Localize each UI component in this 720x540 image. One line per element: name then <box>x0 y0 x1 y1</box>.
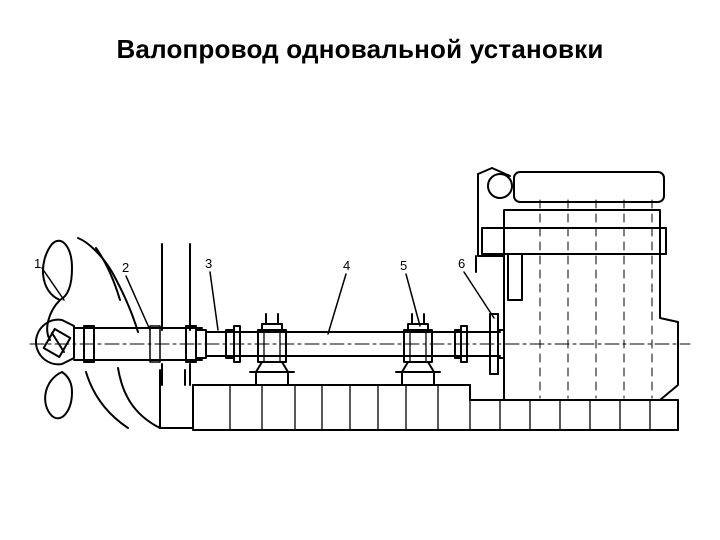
main-engine <box>475 167 679 401</box>
callout-2: 2 <box>122 260 129 275</box>
callout-4: 4 <box>343 258 350 273</box>
intermediate-shaft <box>29 331 691 357</box>
callout-1: 1 <box>34 256 41 271</box>
shaft-bearing <box>395 313 441 386</box>
flange-coupling <box>225 325 468 363</box>
shaft-bearing <box>249 313 295 386</box>
propeller <box>35 239 75 420</box>
slide-title: Валопровод одновальной установки <box>116 34 604 64</box>
callout-5: 5 <box>400 258 407 273</box>
stern-tube <box>73 243 207 386</box>
callout-6: 6 <box>458 256 465 271</box>
hull-foundation <box>159 384 679 431</box>
callout-3: 3 <box>205 256 212 271</box>
hull-stern <box>77 237 186 429</box>
